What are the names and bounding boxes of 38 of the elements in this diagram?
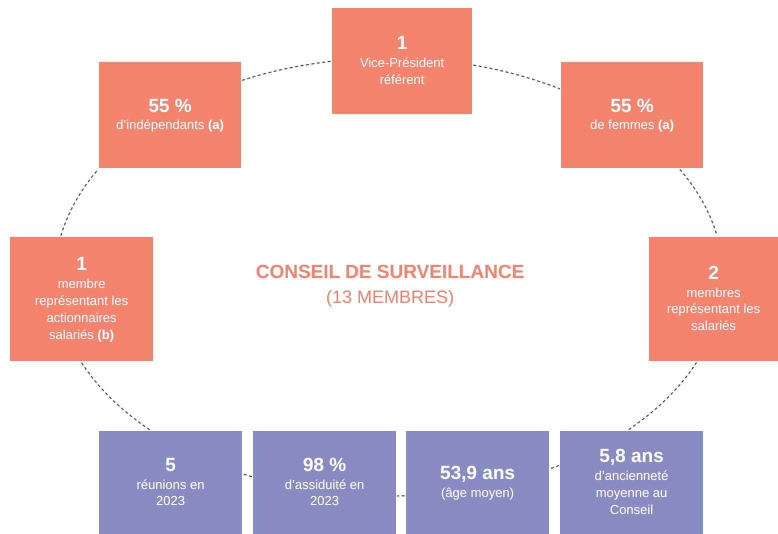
stat-value: 5 (165, 454, 176, 477)
dashed-connector (60, 168, 99, 236)
stat-description: membre représentant les actionnaires salariés (b) (34, 276, 130, 344)
dashed-connector (679, 169, 718, 236)
stat-box (10, 237, 153, 361)
stat-box (332, 8, 472, 114)
dashed-connector (628, 362, 698, 430)
stat-value: 2 (708, 262, 719, 285)
stat-box (253, 431, 396, 534)
stat-value: 1 (396, 33, 408, 56)
stat-box (561, 62, 703, 168)
stat-description: réunions en 2023 (136, 476, 206, 510)
stat-box (649, 237, 778, 361)
stat-box (560, 431, 703, 534)
dashed-connector (80, 362, 150, 430)
stat-box (406, 431, 549, 534)
stat-description: Vice-Président référent (358, 55, 446, 89)
stat-description: membres représentant les salariés (666, 284, 761, 336)
stat-description: d’assiduité en 2023 (284, 476, 366, 510)
stat-value: 55 % (610, 96, 654, 118)
dashed-connector (473, 64, 560, 90)
stat-value: 55 % (148, 96, 192, 118)
dashed-connector (550, 464, 560, 470)
dashed-connector (243, 473, 252, 478)
stat-value: 98 % (302, 454, 346, 477)
stat-description: de femmes (a) (590, 117, 674, 134)
subtitle: (13 MEMBRES) (324, 287, 456, 308)
stat-value: 1 (76, 254, 87, 276)
stat-value: 53,9 ans (440, 463, 515, 485)
diagram-title: CONSEIL DE SURVEILLANCE (254, 262, 526, 284)
stat-box (99, 431, 242, 534)
stat-description: d’indépendants (a) (116, 117, 224, 134)
dashed-connector (396, 495, 405, 496)
dashed-connector (242, 60, 332, 81)
stat-description: d’ancienneté moyenne au Conseil (594, 468, 670, 519)
stat-value: 5,8 ans (599, 446, 664, 468)
stat-description: (âge moyen) (441, 484, 514, 502)
stat-box (99, 62, 241, 168)
